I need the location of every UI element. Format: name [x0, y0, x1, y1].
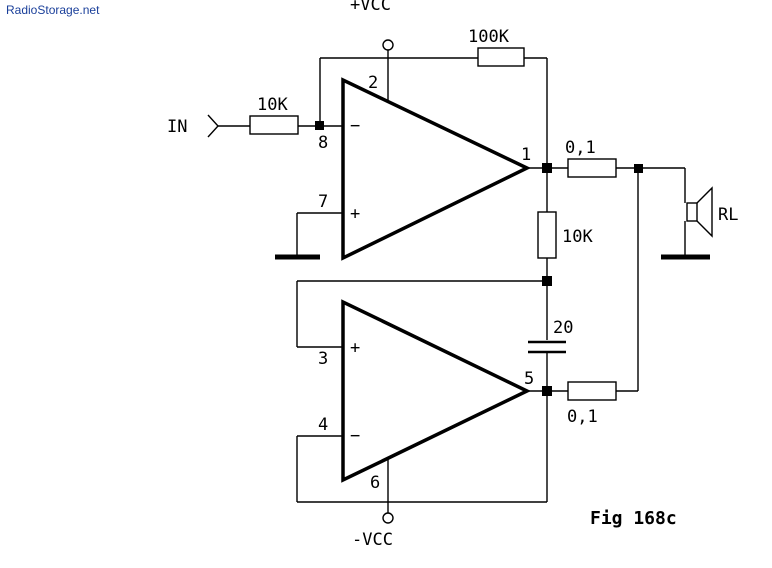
top-plus-sign: + — [350, 204, 360, 224]
load-label: RL — [718, 205, 738, 225]
resistor-r-out-bottom — [567, 381, 617, 401]
vcc-minus-terminal — [382, 512, 394, 524]
pin-6-label: 6 — [370, 473, 380, 493]
opamp-bottom — [341, 299, 532, 483]
pin-3-label: 3 — [318, 349, 328, 369]
vcc-plus-label: +VCC — [350, 0, 391, 15]
resistor-r-in — [249, 115, 299, 135]
pin-4-label: 4 — [318, 415, 328, 435]
r-out-top-label: 0,1 — [565, 138, 596, 158]
speaker-body — [686, 202, 698, 222]
input-arrow — [207, 114, 219, 138]
pin-8-label: 8 — [318, 133, 328, 153]
bottom-minus-sign: − — [350, 426, 360, 446]
pin-7-label: 7 — [318, 192, 328, 212]
resistor-r-mid — [537, 211, 557, 259]
r-mid-label: 10K — [562, 227, 593, 247]
pin-5-label: 5 — [524, 369, 534, 389]
pin-1-label: 1 — [521, 145, 531, 165]
pin-2-label: 2 — [368, 73, 378, 93]
figure-caption: Fig 168c — [590, 508, 677, 529]
r-out-bottom-label: 0,1 — [567, 407, 598, 427]
opamp-top — [341, 77, 532, 261]
watermark: RadioStorage.net — [6, 3, 100, 17]
r-feedback-label: 100K — [468, 27, 510, 47]
capacitor-label: 20 — [553, 318, 573, 338]
vcc-plus-terminal — [382, 39, 394, 51]
resistor-r-feedback — [477, 47, 525, 67]
resistor-r-out-top — [567, 158, 617, 178]
top-minus-sign: − — [350, 116, 360, 136]
bottom-plus-sign: + — [350, 338, 360, 358]
vcc-minus-label: -VCC — [352, 530, 393, 550]
speaker-cone — [696, 186, 713, 238]
input-label: IN — [167, 117, 187, 137]
r-in-label: 10K — [257, 95, 288, 115]
